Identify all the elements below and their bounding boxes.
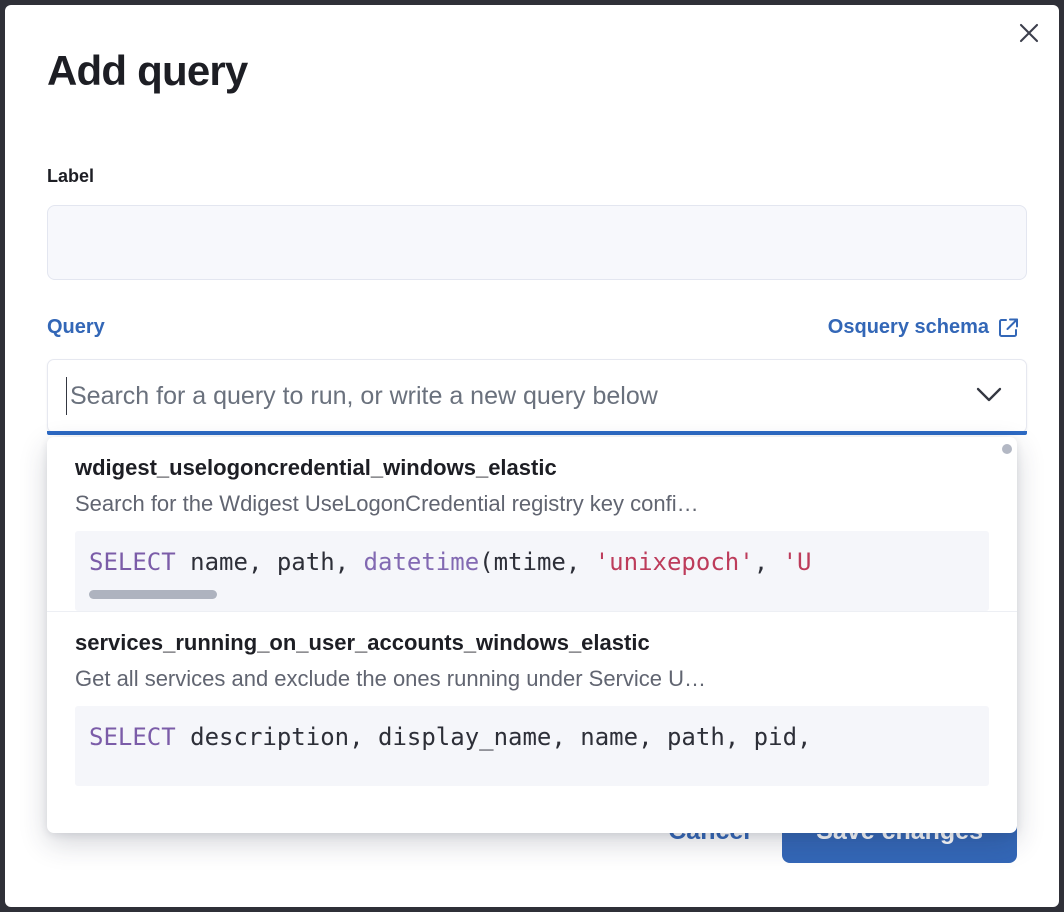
suggestion-code-block: SELECT name, path, datetime(mtime, 'unix… [75,531,989,611]
code-hscrollbar[interactable] [75,752,989,786]
osquery-schema-link[interactable]: Osquery schema [828,316,1019,339]
label-field-label: Label [47,166,95,186]
suggestion-description: Get all services and exclude the ones ru… [75,666,707,691]
suggestion-code-block: SELECT description, display_name, name, … [75,706,989,786]
suggestion-code-text: SELECT description, display_name, name, … [89,723,812,751]
suggestion-title: services_running_on_user_accounts_window… [75,630,650,655]
query-search-input[interactable] [68,359,968,433]
close-icon-button[interactable] [1011,15,1047,51]
query-suggestions-dropdown: wdigest_uselogoncredential_windows_elast… [47,437,1017,833]
text-caret [66,377,67,415]
query-combobox[interactable] [47,359,1027,435]
page-title: Add query [47,47,248,94]
add-query-modal: Add query Label Query Osquery schema [5,5,1059,907]
chevron-down-icon[interactable] [975,385,1003,410]
close-icon [1018,22,1040,44]
label-input[interactable] [47,205,1027,280]
osquery-schema-link-label: Osquery schema [827,316,989,338]
suggestion-code-text: SELECT name, path, datetime(mtime, 'unix… [89,548,812,576]
combobox-focus-underline [47,431,1027,435]
suggestion-description: Search for the Wdigest UseLogonCredentia… [75,491,699,516]
list-item[interactable]: services_running_on_user_accounts_window… [47,611,1017,786]
external-link-icon [998,317,1019,338]
code-hscrollbar-thumb[interactable] [89,590,217,599]
suggestion-title: wdigest_uselogoncredential_windows_elast… [75,455,557,480]
query-section-label: Query [47,316,105,338]
code-hscrollbar[interactable] [75,577,989,611]
dropdown-scrollbar-thumb[interactable] [1002,444,1012,454]
list-item[interactable]: wdigest_uselogoncredential_windows_elast… [47,437,1017,611]
